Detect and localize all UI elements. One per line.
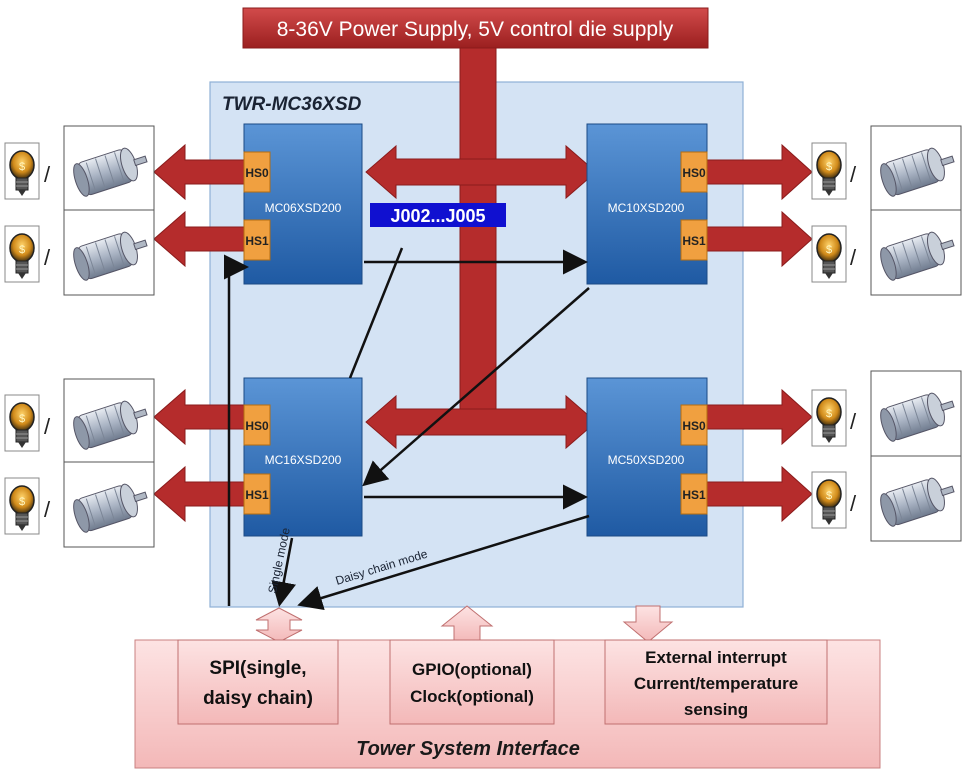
- svg-text:sensing: sensing: [684, 700, 748, 719]
- load-separator: /: [44, 245, 51, 270]
- output-arrows: [153, 143, 813, 523]
- light-bulb-icon: [811, 389, 847, 447]
- light-bulb-icon: [811, 142, 847, 200]
- hs1-pin: [680, 219, 708, 261]
- hs1-pin: [243, 473, 271, 515]
- chip-name: MC06XSD200: [265, 201, 342, 215]
- hs1-pin: [680, 473, 708, 515]
- load-separator: /: [850, 245, 857, 270]
- motor-icon: [63, 209, 155, 296]
- loads-left: / / / /: [4, 125, 155, 548]
- load-separator: /: [850, 491, 857, 516]
- motor-icon: [63, 461, 155, 548]
- light-bulb-icon: [811, 471, 847, 529]
- chip-mc06: HS0 HS1 MC06XSD200: [243, 123, 363, 285]
- hs0-label: HS0: [682, 166, 706, 180]
- board-title: TWR-MC36XSD: [222, 94, 362, 115]
- load-separator: /: [44, 162, 51, 187]
- interface-box-gpio: GPIO(optional) Clock(optional): [389, 639, 555, 725]
- hs0-pin: [680, 151, 708, 193]
- chip-mc16: HS0 HS1 MC16XSD200: [243, 377, 363, 537]
- light-bulb-icon: [4, 225, 40, 283]
- interface-arrows: [255, 605, 674, 643]
- light-bulb-icon: [811, 225, 847, 283]
- interface-box-spi: SPI(single, daisy chain): [177, 639, 339, 725]
- svg-text:Current/temperature: Current/temperature: [634, 674, 798, 693]
- chip-name: MC16XSD200: [265, 453, 342, 467]
- svg-text:GPIO(optional): GPIO(optional): [412, 660, 532, 679]
- hs0-label: HS0: [245, 419, 269, 433]
- power-supply-label: 8-36V Power Supply, 5V control die suppl…: [277, 18, 674, 41]
- hs1-label: HS1: [245, 488, 269, 502]
- interface-title: Tower System Interface: [356, 738, 580, 760]
- spi-signal-lines: [224, 247, 590, 611]
- loads-right: / / / /: [811, 125, 962, 542]
- chip-name: MC10XSD200: [608, 201, 685, 215]
- load-separator: /: [850, 409, 857, 434]
- hs1-pin: [243, 219, 271, 261]
- chip-mc50: HS0 HS1 MC50XSD200: [586, 377, 708, 537]
- chip-mc10: HS0 HS1 MC10XSD200: [586, 123, 708, 285]
- connector-label: J002...J005: [370, 203, 506, 227]
- light-bulb-icon: [4, 142, 40, 200]
- hs0-pin: [243, 404, 271, 446]
- hs0-label: HS0: [682, 419, 706, 433]
- motor-icon: [63, 378, 155, 465]
- hs1-label: HS1: [682, 488, 706, 502]
- motor-icon: [63, 125, 155, 212]
- load-separator: /: [850, 162, 857, 187]
- hs1-label: HS1: [682, 234, 706, 248]
- light-bulb-icon: [4, 394, 40, 452]
- interface-box-external: External interrupt Current/temperature s…: [604, 639, 828, 725]
- svg-text:daisy chain): daisy chain): [203, 688, 313, 709]
- motor-icon: [870, 455, 962, 542]
- light-bulb-icon: [4, 477, 40, 535]
- load-separator: /: [44, 497, 51, 522]
- motor-icon: [870, 370, 962, 457]
- svg-text:Clock(optional): Clock(optional): [410, 687, 534, 706]
- hs0-label: HS0: [245, 166, 269, 180]
- hs0-pin: [680, 404, 708, 446]
- motor-icon: [870, 125, 962, 212]
- chip-name: MC50XSD200: [608, 453, 685, 467]
- load-separator: /: [44, 414, 51, 439]
- svg-text:External interrupt: External interrupt: [645, 648, 787, 667]
- motor-icon: [870, 209, 962, 296]
- hs0-pin: [243, 151, 271, 193]
- svg-text:J002...J005: J002...J005: [390, 206, 485, 226]
- power-supply: 8-36V Power Supply, 5V control die suppl…: [242, 7, 709, 431]
- svg-text:SPI(single,: SPI(single,: [209, 658, 306, 679]
- hs1-label: HS1: [245, 234, 269, 248]
